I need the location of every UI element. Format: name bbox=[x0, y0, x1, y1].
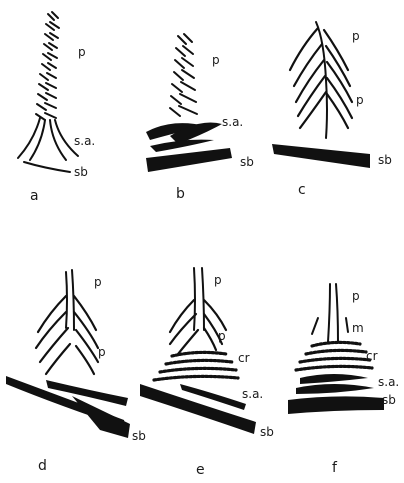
panel-b-label-sa: s.a. bbox=[222, 115, 243, 129]
panel-d-label-p1: p bbox=[94, 275, 102, 289]
panel-e-label-p2: p bbox=[218, 329, 226, 343]
panel-f-stems bbox=[328, 284, 338, 342]
panel-b-caption: b bbox=[176, 186, 185, 202]
panel-b-label-sb: sb bbox=[240, 155, 254, 169]
panel-f-sb-band bbox=[288, 396, 384, 414]
panel-e-stems bbox=[194, 268, 204, 330]
panel-e-label-sb: sb bbox=[260, 425, 274, 439]
panel-f-label-sb: sb bbox=[382, 393, 396, 407]
panel-b-label-p: p bbox=[212, 53, 220, 67]
panel-a-caption: a bbox=[30, 188, 39, 204]
panel-f-sa-layers bbox=[296, 374, 374, 394]
panel-e-label-p1: p bbox=[214, 273, 222, 287]
panel-a-plume-strokes bbox=[36, 12, 59, 120]
panel-a-base-strokes bbox=[18, 118, 78, 172]
panel-d-stems bbox=[66, 270, 74, 330]
panel-e-plume-strokes bbox=[170, 300, 226, 354]
panel-d-label-p2: p bbox=[98, 345, 106, 359]
panel-c-plume-strokes bbox=[290, 28, 352, 128]
panel-f-label-cr: cr bbox=[366, 349, 378, 363]
panel-f-label-p: p bbox=[352, 289, 360, 303]
panel-c-label-p2: p bbox=[356, 93, 364, 107]
panel-b-accretion-layers bbox=[146, 123, 222, 153]
panel-d: p p sb d bbox=[6, 270, 146, 474]
panel-c-label-p1: p bbox=[352, 29, 360, 43]
panel-f-crenulated-layers bbox=[296, 342, 372, 370]
panel-e-label-cr: cr bbox=[238, 351, 250, 365]
panel-b-plume-strokes bbox=[170, 34, 197, 116]
panel-e-label-sa: s.a. bbox=[242, 387, 263, 401]
panel-a-label-sa: s.a. bbox=[74, 134, 95, 148]
panel-c: p p sb c bbox=[272, 22, 392, 198]
panel-b: p s.a. sb b bbox=[146, 34, 254, 202]
panel-e-caption: e bbox=[196, 462, 205, 478]
panel-d-caption: d bbox=[38, 458, 47, 474]
panel-c-caption: c bbox=[298, 182, 306, 198]
panel-f: p m cr s.a. sb f bbox=[288, 284, 399, 476]
panel-e-crenulated-layers bbox=[154, 352, 238, 380]
panel-c-sb-band bbox=[272, 144, 370, 168]
panel-a-label-p: p bbox=[78, 45, 86, 59]
panel-f-caption: f bbox=[332, 460, 338, 476]
panel-d-label-sb: sb bbox=[132, 429, 146, 443]
panel-a: p s.a. sb a bbox=[18, 12, 95, 204]
panel-b-sb-band bbox=[146, 148, 232, 172]
panel-e: p p cr s.a. sb e bbox=[140, 268, 274, 478]
panel-f-label-m: m bbox=[352, 321, 364, 335]
panel-a-label-sb: sb bbox=[74, 165, 88, 179]
panel-c-label-sb: sb bbox=[378, 153, 392, 167]
panel-f-label-sa: s.a. bbox=[378, 375, 399, 389]
